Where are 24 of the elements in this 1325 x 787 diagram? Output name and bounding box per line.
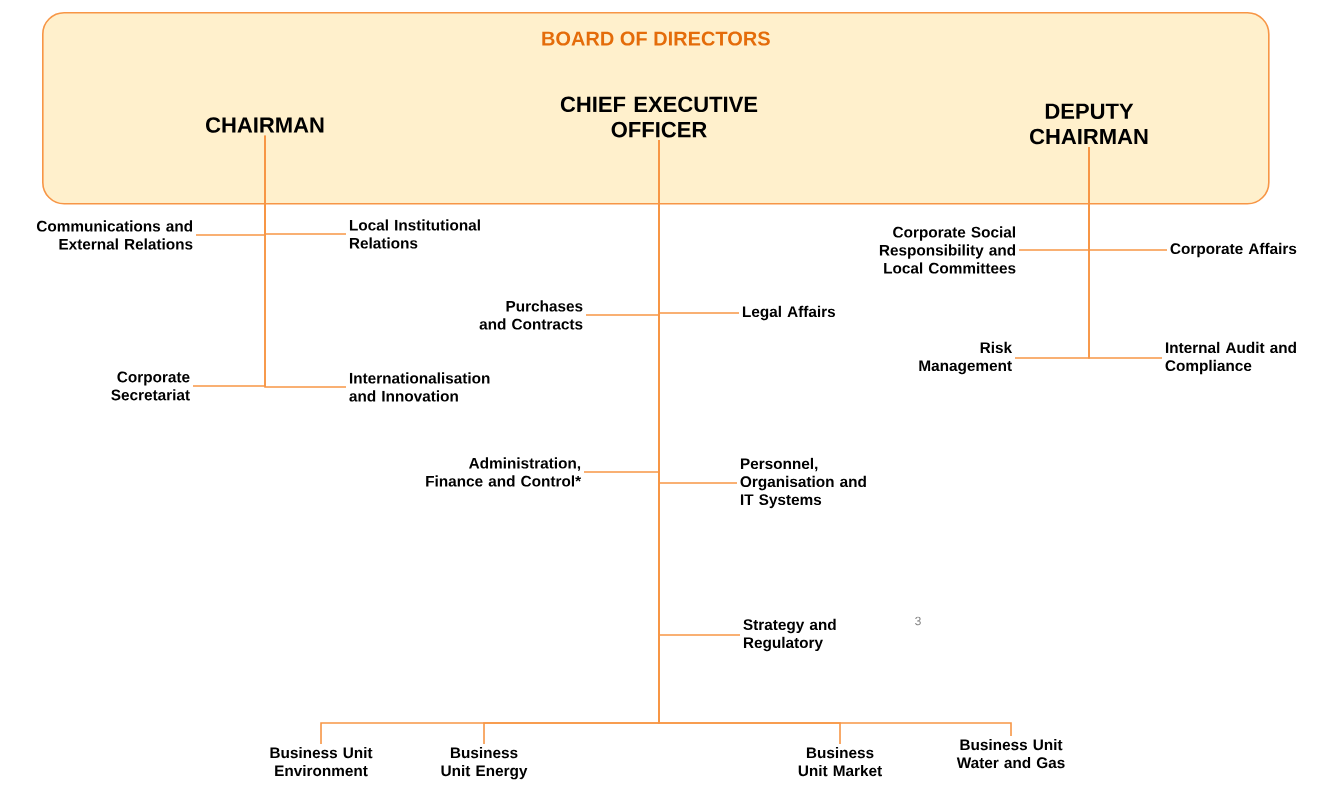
department-label: Communications and External Relations (36, 220, 193, 250)
department-label: Corporate Secretariat (111, 371, 190, 401)
connector-line (1088, 146, 1163, 359)
department-label: Corporate Social Responsibility and Local Committees (879, 226, 1016, 274)
department-label: Local Institutional Relations (349, 219, 480, 249)
department-label: Purchases and Contracts (479, 300, 583, 330)
role-title: CHAIRMAN (206, 117, 324, 133)
department-label: Risk Management (919, 341, 1013, 375)
department-label: Internationalisation and Innovation (349, 372, 490, 402)
business-unit-label: Business Unit Environment (270, 746, 373, 777)
business-unit-label: Business Unit Energy (441, 746, 528, 780)
department-label: Internal Audit and Compliance (1165, 341, 1296, 375)
page-number: 3 (915, 616, 921, 626)
role-title: CHIEF EXECUTIVE OFFICER (560, 96, 758, 138)
department-label: Corporate Affairs (1170, 242, 1297, 258)
business-unit-label: Business Unit Water and Gas (956, 738, 1065, 769)
connector-line (658, 139, 1012, 737)
department-label: Personnel, Organisation and IT Systems (740, 457, 866, 509)
business-unit-label: Business Unit Market (798, 746, 882, 777)
department-label: Legal Affairs (742, 305, 836, 321)
department-label: Strategy and Regulatory (743, 618, 836, 652)
role-title: DEPUTY CHAIRMAN (1030, 103, 1148, 145)
connector-line (264, 134, 347, 388)
department-label: Administration, Finance and Control* (426, 457, 582, 487)
